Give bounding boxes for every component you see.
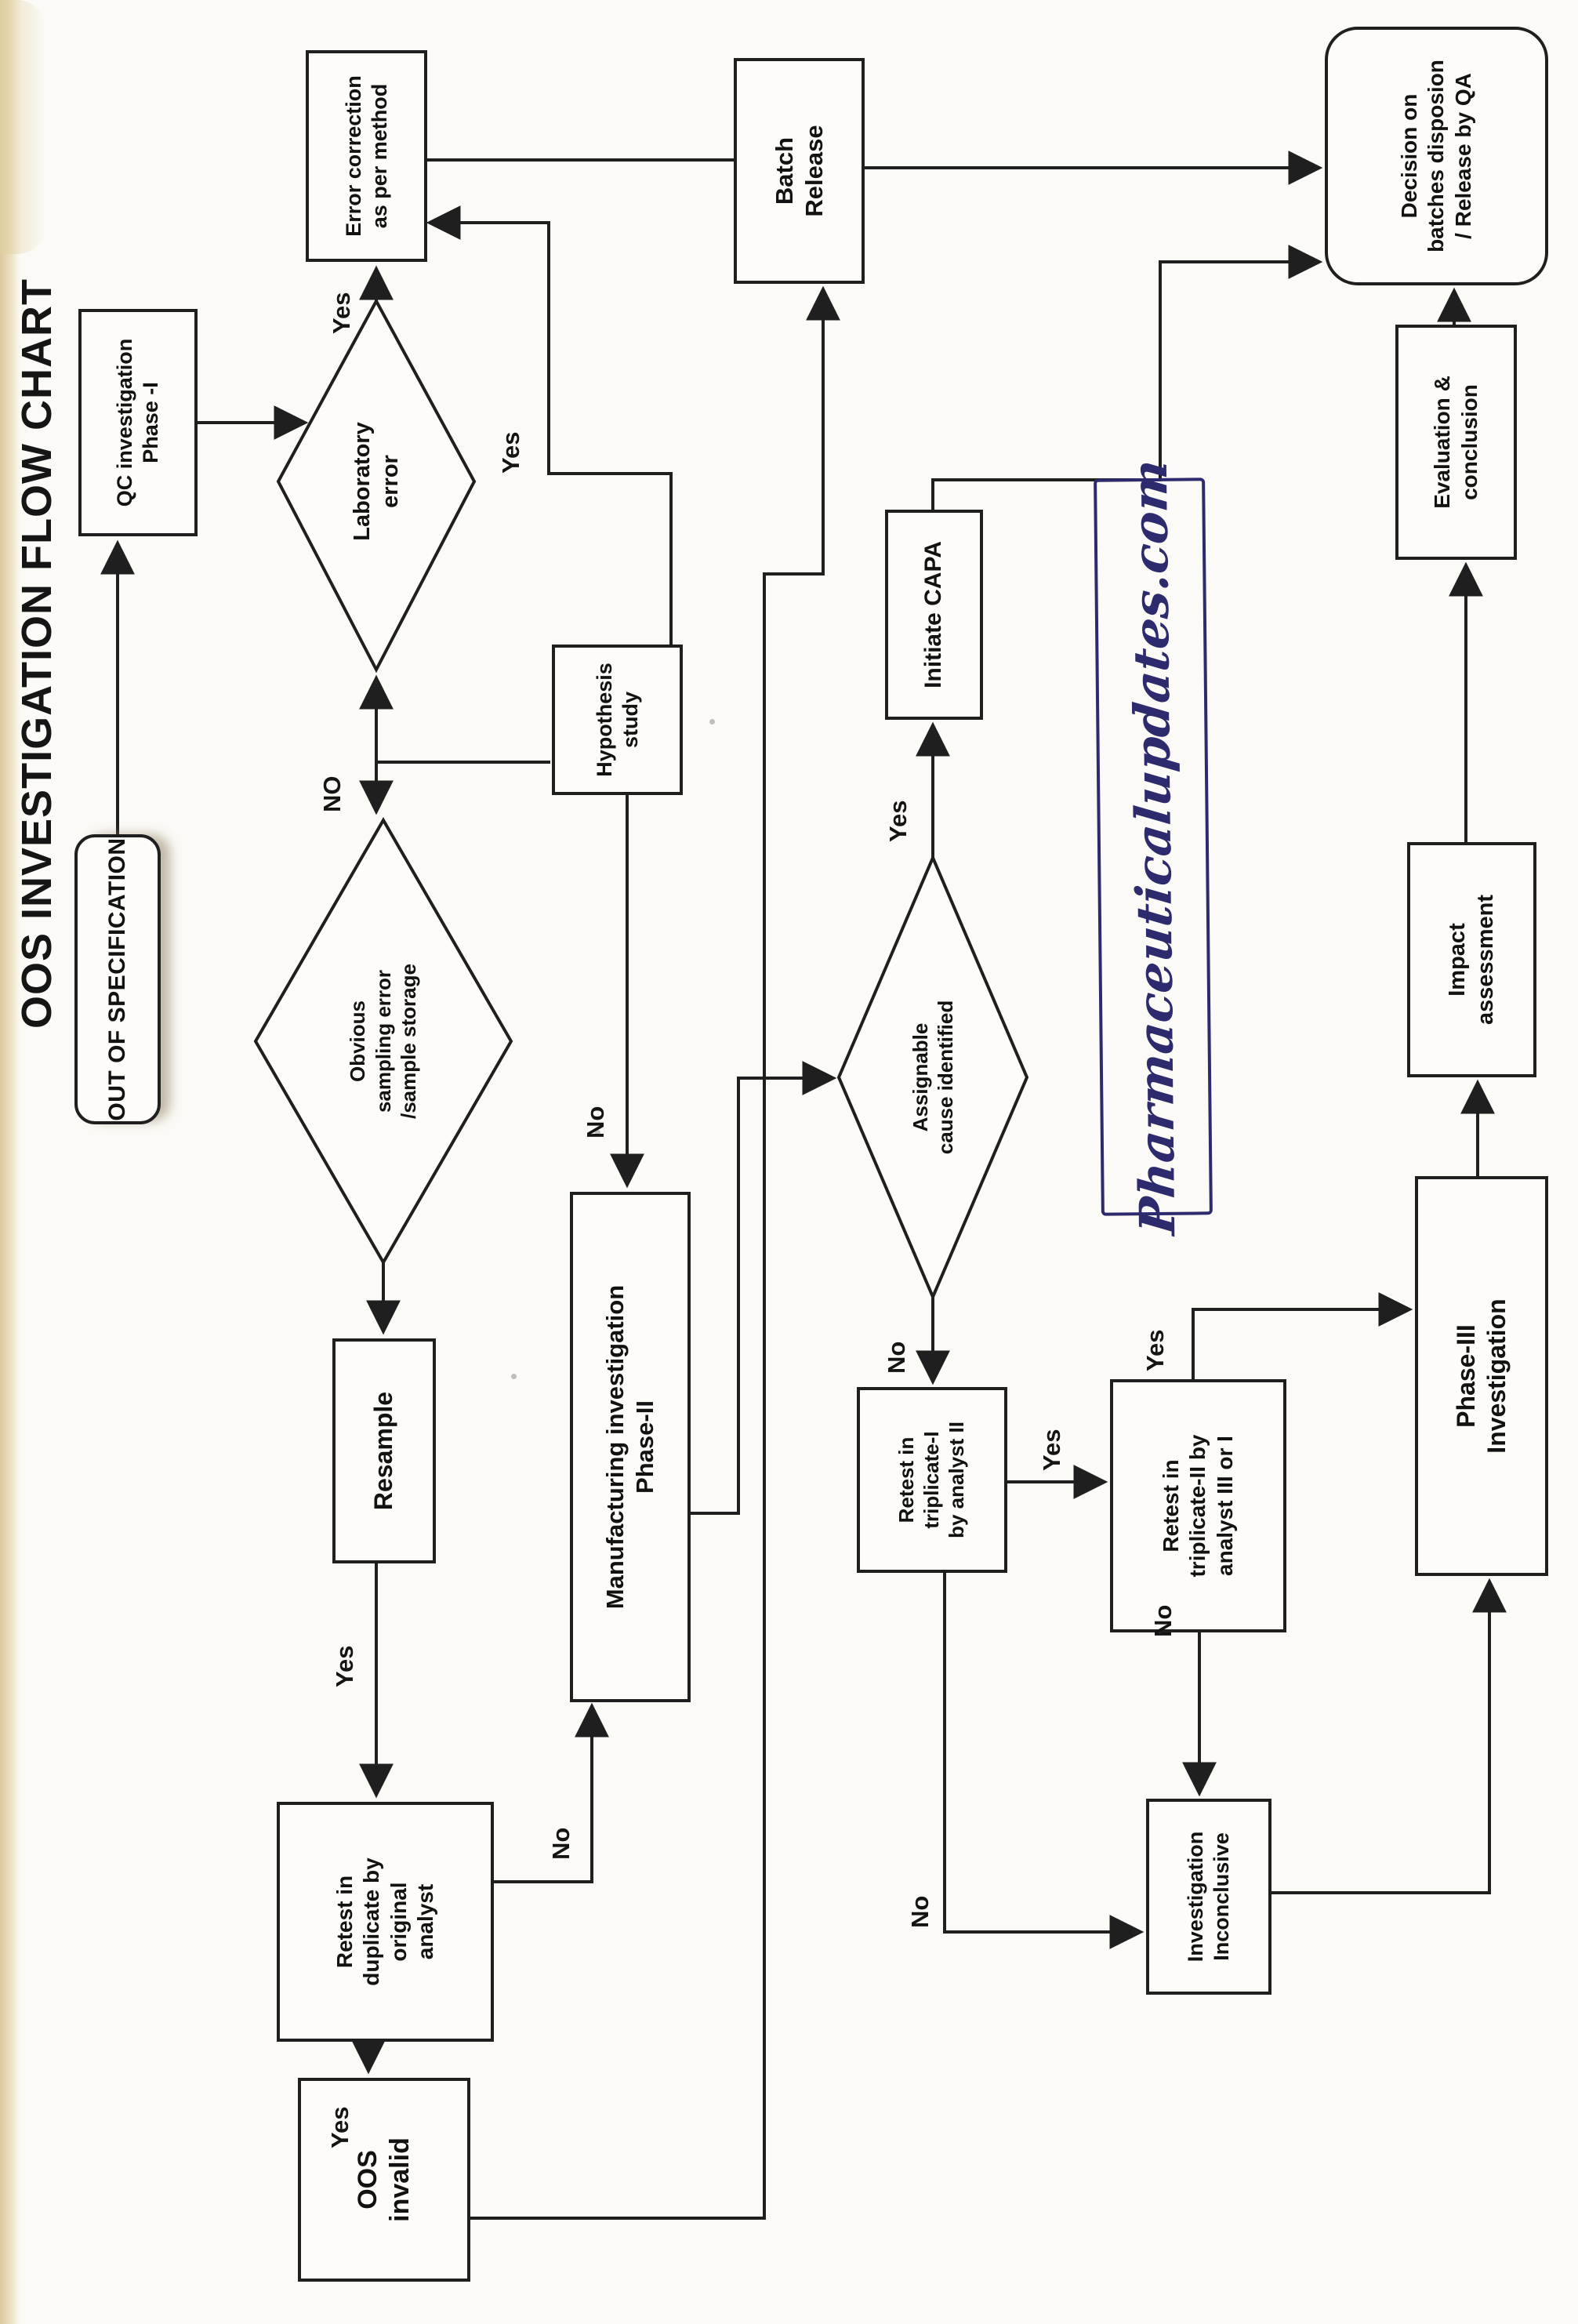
- node-resample-text: Resample: [369, 1391, 398, 1511]
- handwritten-watermark-box: Pharmaceuticalupdates.com: [1094, 457, 1213, 1236]
- node-batch-release-line1: Batch: [770, 136, 798, 205]
- node-oos-invalid-line1: OOS: [352, 2150, 383, 2210]
- node-error-correction-line1: Error correction: [341, 75, 365, 237]
- node-phase3-investigation: Phase-III Investigation: [1415, 1176, 1548, 1576]
- edge-label-duplicate-no: No: [547, 1827, 575, 1860]
- node-retest-duplicate-line2: duplicate by: [359, 1857, 384, 1986]
- node-retest-triplicate1-line3: by analyst II: [944, 1422, 968, 1538]
- node-hypothesis-study: Hypothesis study: [552, 645, 683, 795]
- edge-label-hypothesis-no: No: [582, 1106, 609, 1138]
- node-inconclusive-line1: Investigation: [1184, 1831, 1208, 1963]
- scan-speck: [709, 719, 715, 724]
- node-resample: Resample: [332, 1338, 436, 1563]
- arrow-capa-to-decision: [931, 245, 1323, 510]
- arrow-triplicate2-yes-to-phase3: [1192, 1292, 1413, 1379]
- node-retest-triplicate2-line2: triplicate-II by: [1185, 1434, 1210, 1578]
- node-initiate-capa-text: Initiate CAPA: [920, 541, 947, 688]
- node-hypothesis-line1: Hypothesis: [592, 663, 616, 777]
- node-initiate-capa: Initiate CAPA: [885, 510, 983, 720]
- edge-label-hypothesis-yes: Yes: [497, 431, 524, 474]
- node-inconclusive-line2: Inconclusive: [1210, 1832, 1233, 1961]
- arrow-duplicate-no-to-manufacturing: [494, 1702, 609, 1883]
- node-decision-qa: Decision on batches disposion / Release …: [1325, 27, 1548, 285]
- arrow-hypothesis-yes-to-errorcorrection: [426, 205, 673, 645]
- edge-label-duplicate-yes: Yes: [326, 2106, 354, 2148]
- node-error-correction-line2: as per method: [367, 83, 391, 229]
- node-decision-line3: / Release by QA: [1450, 73, 1475, 239]
- node-impact-line2: assessment: [1472, 894, 1498, 1026]
- page-curl-edge: [0, 0, 20, 2324]
- edge-label-triplicate2-yes: Yes: [1141, 1329, 1169, 1371]
- node-impact-assessment: Impact assessment: [1407, 842, 1536, 1077]
- arrow-oosinvalid-to-batchrelease: [470, 285, 840, 2220]
- assignable-cause-diamond: [836, 853, 1029, 1302]
- node-phase3-line1: Phase-III: [1451, 1324, 1480, 1428]
- edge-label-resample-yes: Yes: [331, 1645, 358, 1687]
- node-qc-investigation: QC investigation Phase -I: [78, 309, 198, 536]
- laboratory-error-diamond: [276, 297, 477, 674]
- node-evaluation-line2: conclusion: [1456, 384, 1482, 500]
- node-decision-line1: Decision on: [1397, 93, 1422, 219]
- node-decision-line2: batches disposion: [1424, 60, 1449, 252]
- node-oos-invalid-line2: invalid: [385, 2137, 415, 2222]
- edge-label-triplicate2-no: No: [1149, 1604, 1177, 1637]
- page-curl-corner: [0, 0, 45, 254]
- node-evaluation-conclusion: Evaluation & conclusion: [1395, 325, 1517, 560]
- scan-speck: [511, 1374, 517, 1379]
- edge-label-triplicate1-no: No: [906, 1895, 934, 1928]
- node-manufacturing-line2: Phase-II: [631, 1400, 658, 1494]
- edge-label-triplicate1-yes: Yes: [1038, 1429, 1065, 1471]
- edge-label-assignable-no: No: [883, 1341, 910, 1374]
- node-retest-triplicate1: Retest in triplicate-I by analyst II: [857, 1387, 1007, 1573]
- edge-label-assignable-yes: Yes: [884, 800, 912, 842]
- node-retest-triplicate2-line3: analyst III or I: [1212, 1436, 1237, 1576]
- node-oos-invalid: OOS invalid: [298, 2078, 470, 2282]
- arrow-inconclusive-to-phase3: [1271, 1578, 1507, 1894]
- node-retest-duplicate-line1: Retest in: [332, 1875, 357, 1969]
- node-retest-triplicate2: Retest in triplicate-II by analyst III o…: [1110, 1379, 1286, 1632]
- node-qc-line2: Phase -I: [139, 382, 162, 463]
- node-retest-duplicate-line4: analyst: [412, 1883, 437, 1960]
- node-retest-duplicate: Retest in duplicate by original analyst: [277, 1802, 494, 2042]
- edge-label-laberror-no: NO: [318, 775, 346, 813]
- edge-label-laberror-yes: Yes: [328, 292, 355, 334]
- node-hypothesis-line2: study: [618, 692, 642, 749]
- node-evaluation-line1: Evaluation &: [1430, 376, 1455, 509]
- node-qc-line1: QC investigation: [113, 338, 137, 507]
- node-manufacturing-line1: Manufacturing investigation: [601, 1284, 629, 1610]
- node-impact-line1: Impact: [1445, 923, 1471, 997]
- node-batch-release-line2: Release: [800, 125, 828, 217]
- arrow-triplicate1-no-to-inconclusive: [943, 1573, 1145, 1949]
- node-investigation-inconclusive: Investigation Inconclusive: [1146, 1799, 1271, 1995]
- arrow-manufacturing-to-assignable: [691, 1061, 837, 1515]
- obvious-sampling-error-diamond: [253, 817, 513, 1265]
- handwritten-watermark-text: Pharmaceuticalupdates.com: [1120, 456, 1186, 1237]
- node-out-of-specification-text: OUT OF SPECIFICATION: [103, 837, 130, 1121]
- node-retest-triplicate2-line1: Retest in: [1159, 1459, 1184, 1552]
- node-manufacturing-investigation: Manufacturing investigation Phase-II: [570, 1192, 691, 1702]
- node-batch-release: Batch Release: [734, 58, 865, 284]
- node-out-of-specification: OUT OF SPECIFICATION: [74, 834, 161, 1124]
- node-retest-duplicate-line3: original: [386, 1882, 411, 1962]
- node-retest-triplicate1-line2: triplicate-I: [920, 1431, 944, 1529]
- node-error-correction: Error correction as per method: [306, 50, 427, 262]
- node-retest-triplicate1-line1: Retest in: [894, 1436, 919, 1523]
- node-phase3-line2: Investigation: [1482, 1298, 1511, 1454]
